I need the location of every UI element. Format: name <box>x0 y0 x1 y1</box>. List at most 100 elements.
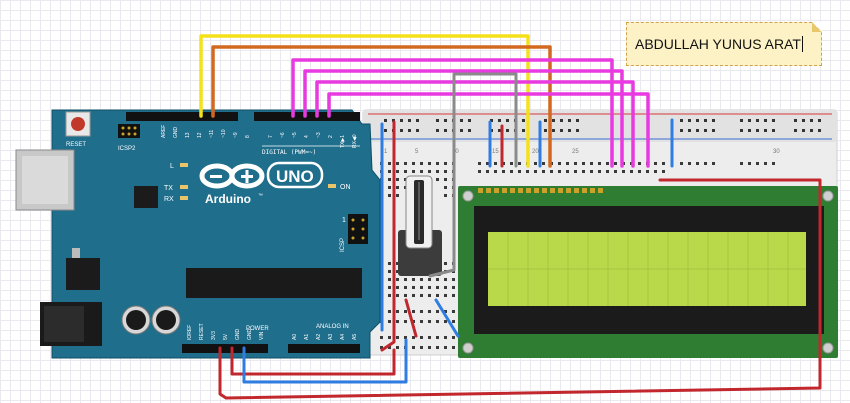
digital-header-right <box>254 112 360 121</box>
pin-label: ~3 <box>316 132 322 138</box>
terminal-holes-right <box>478 162 775 173</box>
analog-pin-labels: A0 A1 A2 A3 A4 A5 <box>292 334 358 340</box>
power-pin-labels: IOREF RESET 3V3 5V GND GND VIN <box>187 323 265 340</box>
reset-label: RESET <box>66 142 86 148</box>
text-caret <box>801 36 803 52</box>
wire-magenta[interactable] <box>291 58 614 168</box>
lcd-character-grid <box>488 232 806 306</box>
pin-label: 7 <box>268 135 274 138</box>
pin-label: A1 <box>304 334 310 340</box>
col-number: 20 <box>532 149 539 155</box>
pin-label: 12 <box>197 132 203 138</box>
lcd-mount-hole <box>462 190 474 202</box>
icsp-pin-one: 1 <box>342 217 346 224</box>
led-rx <box>180 196 188 200</box>
atmega-chip <box>186 268 362 298</box>
trademark-label: ™ <box>258 193 263 199</box>
uno-badge <box>266 161 324 189</box>
col-number: 15 <box>492 149 499 155</box>
col-number: 25 <box>572 149 579 155</box>
analog-header <box>288 344 360 353</box>
dc-power-jack-inner <box>44 306 84 342</box>
note-corner <box>812 22 822 32</box>
wire-blue[interactable] <box>434 298 460 338</box>
analog-label: ANALOG IN <box>316 324 349 330</box>
pin-label: GND <box>173 127 179 139</box>
pin-label: GND <box>235 329 241 341</box>
wire-blue-gnd[interactable] <box>242 338 408 384</box>
reset-button-cap[interactable] <box>71 117 85 131</box>
wire-yellow[interactable] <box>199 34 530 168</box>
wire-red[interactable] <box>380 120 396 352</box>
pin-label: 2 <box>328 135 334 138</box>
wire-gray[interactable] <box>428 72 518 278</box>
note-text: ABDULLAH YUNUS ARAT <box>635 36 801 52</box>
led-l <box>180 163 188 167</box>
pin-label: ~6 <box>280 132 286 138</box>
lcd-module <box>458 186 838 358</box>
led-tx-label: TX <box>164 185 173 192</box>
digital-header-label: DIGITAL (PWM=~) <box>262 149 316 156</box>
wire-magenta[interactable] <box>315 80 635 168</box>
icsp2-label: ICSP2 <box>118 146 136 152</box>
lcd-mount-hole <box>822 190 834 202</box>
model-label: UNO <box>276 167 314 186</box>
pin-label: RESET <box>199 323 205 340</box>
name-note[interactable]: ABDULLAH YUNUS ARAT <box>626 22 822 66</box>
pin-label: AREF <box>161 125 167 138</box>
col-number: 30 <box>773 149 780 155</box>
power-label: POWER <box>246 326 269 332</box>
pin-label: ~11 <box>209 130 215 138</box>
pin-label: IOREF <box>187 325 193 340</box>
pin-label: ~10 <box>221 129 227 138</box>
wires <box>199 34 822 400</box>
usb-chip <box>134 186 158 208</box>
led-rx-label: RX <box>164 196 174 203</box>
pin-label: ~5 <box>292 132 298 138</box>
lcd-mount-hole <box>462 342 474 354</box>
icsp2-header <box>118 124 140 138</box>
wire-orange[interactable] <box>211 45 552 168</box>
pin-label: RX◀0 <box>352 134 358 148</box>
arduino-logo <box>199 163 265 189</box>
wire-red-5v[interactable] <box>230 346 396 376</box>
icsp-label: ICSP <box>340 238 346 252</box>
capacitor-top <box>156 310 176 330</box>
pin-label: VIN <box>259 331 265 340</box>
pin-label: 8 <box>245 135 251 138</box>
top-rail-holes <box>384 119 821 132</box>
wire-red-long[interactable] <box>218 178 822 400</box>
arduino-uno-board: RESET ICSP2 AREF GND 13 12 ~11 ~10 ~9 8 … <box>15 109 381 359</box>
breadboard-column-numbers: 1 5 10 15 20 25 30 <box>384 149 780 155</box>
on-label: ON <box>340 184 351 191</box>
led-tx <box>180 185 188 189</box>
usb-connector-inner <box>22 156 68 204</box>
potentiometer[interactable] <box>398 175 442 276</box>
led-l-label: L <box>170 163 174 170</box>
col-number: 10 <box>452 149 459 155</box>
pin-label: A3 <box>328 334 334 340</box>
wire-red[interactable] <box>404 298 418 338</box>
pin-label: TX▶1 <box>340 135 346 148</box>
pin-label: A2 <box>316 334 322 340</box>
digital-pin-labels: AREF GND 13 12 ~11 ~10 ~9 8 7 ~6 ~5 4 ~3… <box>161 125 358 148</box>
voltage-regulator <box>66 258 100 290</box>
wire-magenta[interactable] <box>327 92 650 168</box>
led-on <box>328 184 336 188</box>
pin-label: 13 <box>185 132 191 138</box>
pin-label: ~9 <box>233 132 239 138</box>
col-number: 5 <box>415 149 419 155</box>
icsp-header <box>348 214 368 244</box>
regulator-tab <box>72 248 80 258</box>
top-power-rail <box>363 110 837 142</box>
wire-magenta[interactable] <box>303 69 624 168</box>
power-header <box>182 344 268 353</box>
pin-label: A0 <box>292 334 298 340</box>
pin-label: 3V3 <box>211 331 217 340</box>
lcd-mount-hole <box>822 342 834 354</box>
lcd-header-pins <box>478 188 603 193</box>
pin-label: 4 <box>304 135 310 138</box>
pin-label: GND <box>247 329 253 341</box>
pin-label: A4 <box>340 334 346 340</box>
